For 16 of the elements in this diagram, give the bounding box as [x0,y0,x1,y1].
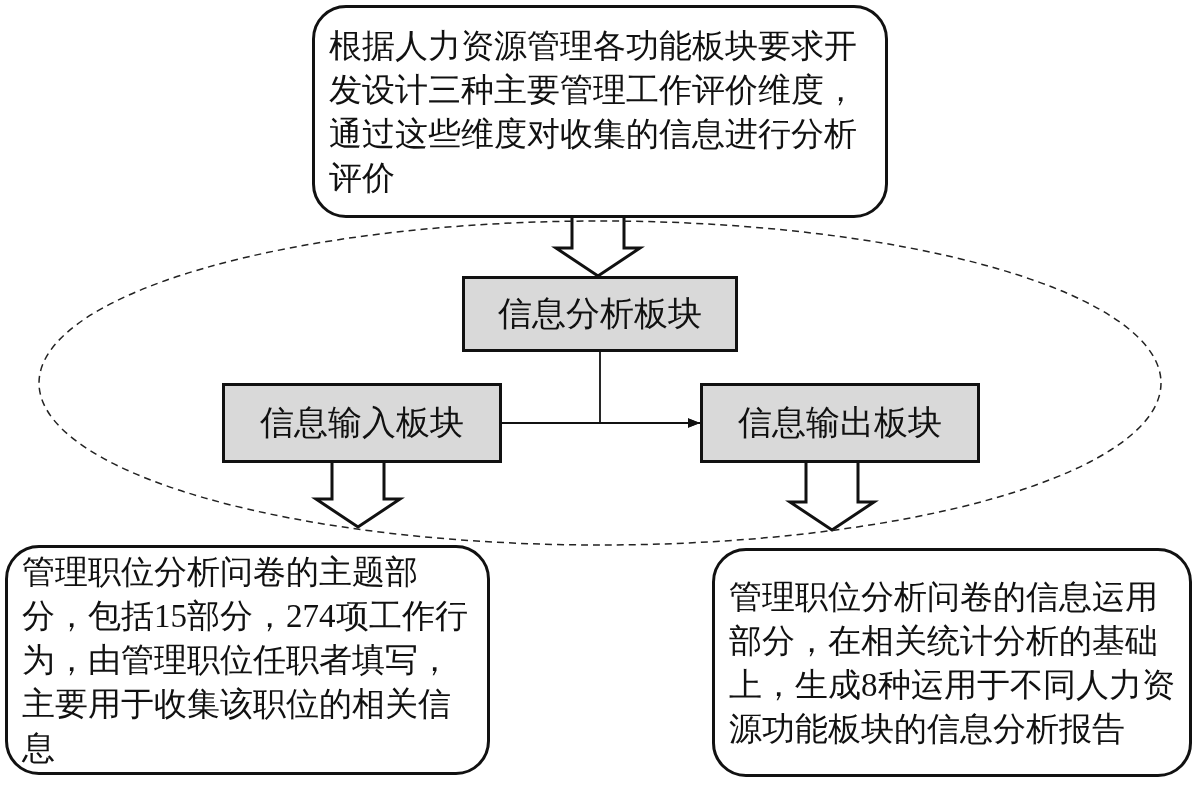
dashed-ellipse [38,220,1162,546]
node-text: 管理职位分析问卷的主题部分，包括15部分，274项工作行为，由管理职位任职者填写，主要用于收集该职位的相关信息 [22,553,469,768]
text-box [312,5,888,218]
block-arrow [311,461,405,529]
text-box [712,548,1192,777]
node-text: 信息输入板块 [260,403,464,443]
arrow [599,351,701,428]
module-box [700,383,980,463]
module-box [462,276,738,352]
node-text: 根据人力资源管理各功能板块要求开发设计三种主要管理工作评价维度，通过这些维度对收集的信息进行分析评价 [329,26,858,198]
module-box [222,383,502,463]
node-text: 管理职位分析问卷的信息运用部分，在相关统计分析的基础上，生成8种运用于不同人力资源功能板块的信息分析报告 [729,577,1175,749]
node-text: 信息输出板块 [738,403,942,443]
block-arrow [785,461,879,532]
block-arrow [551,216,645,278]
node-text: 信息分析板块 [498,294,702,334]
